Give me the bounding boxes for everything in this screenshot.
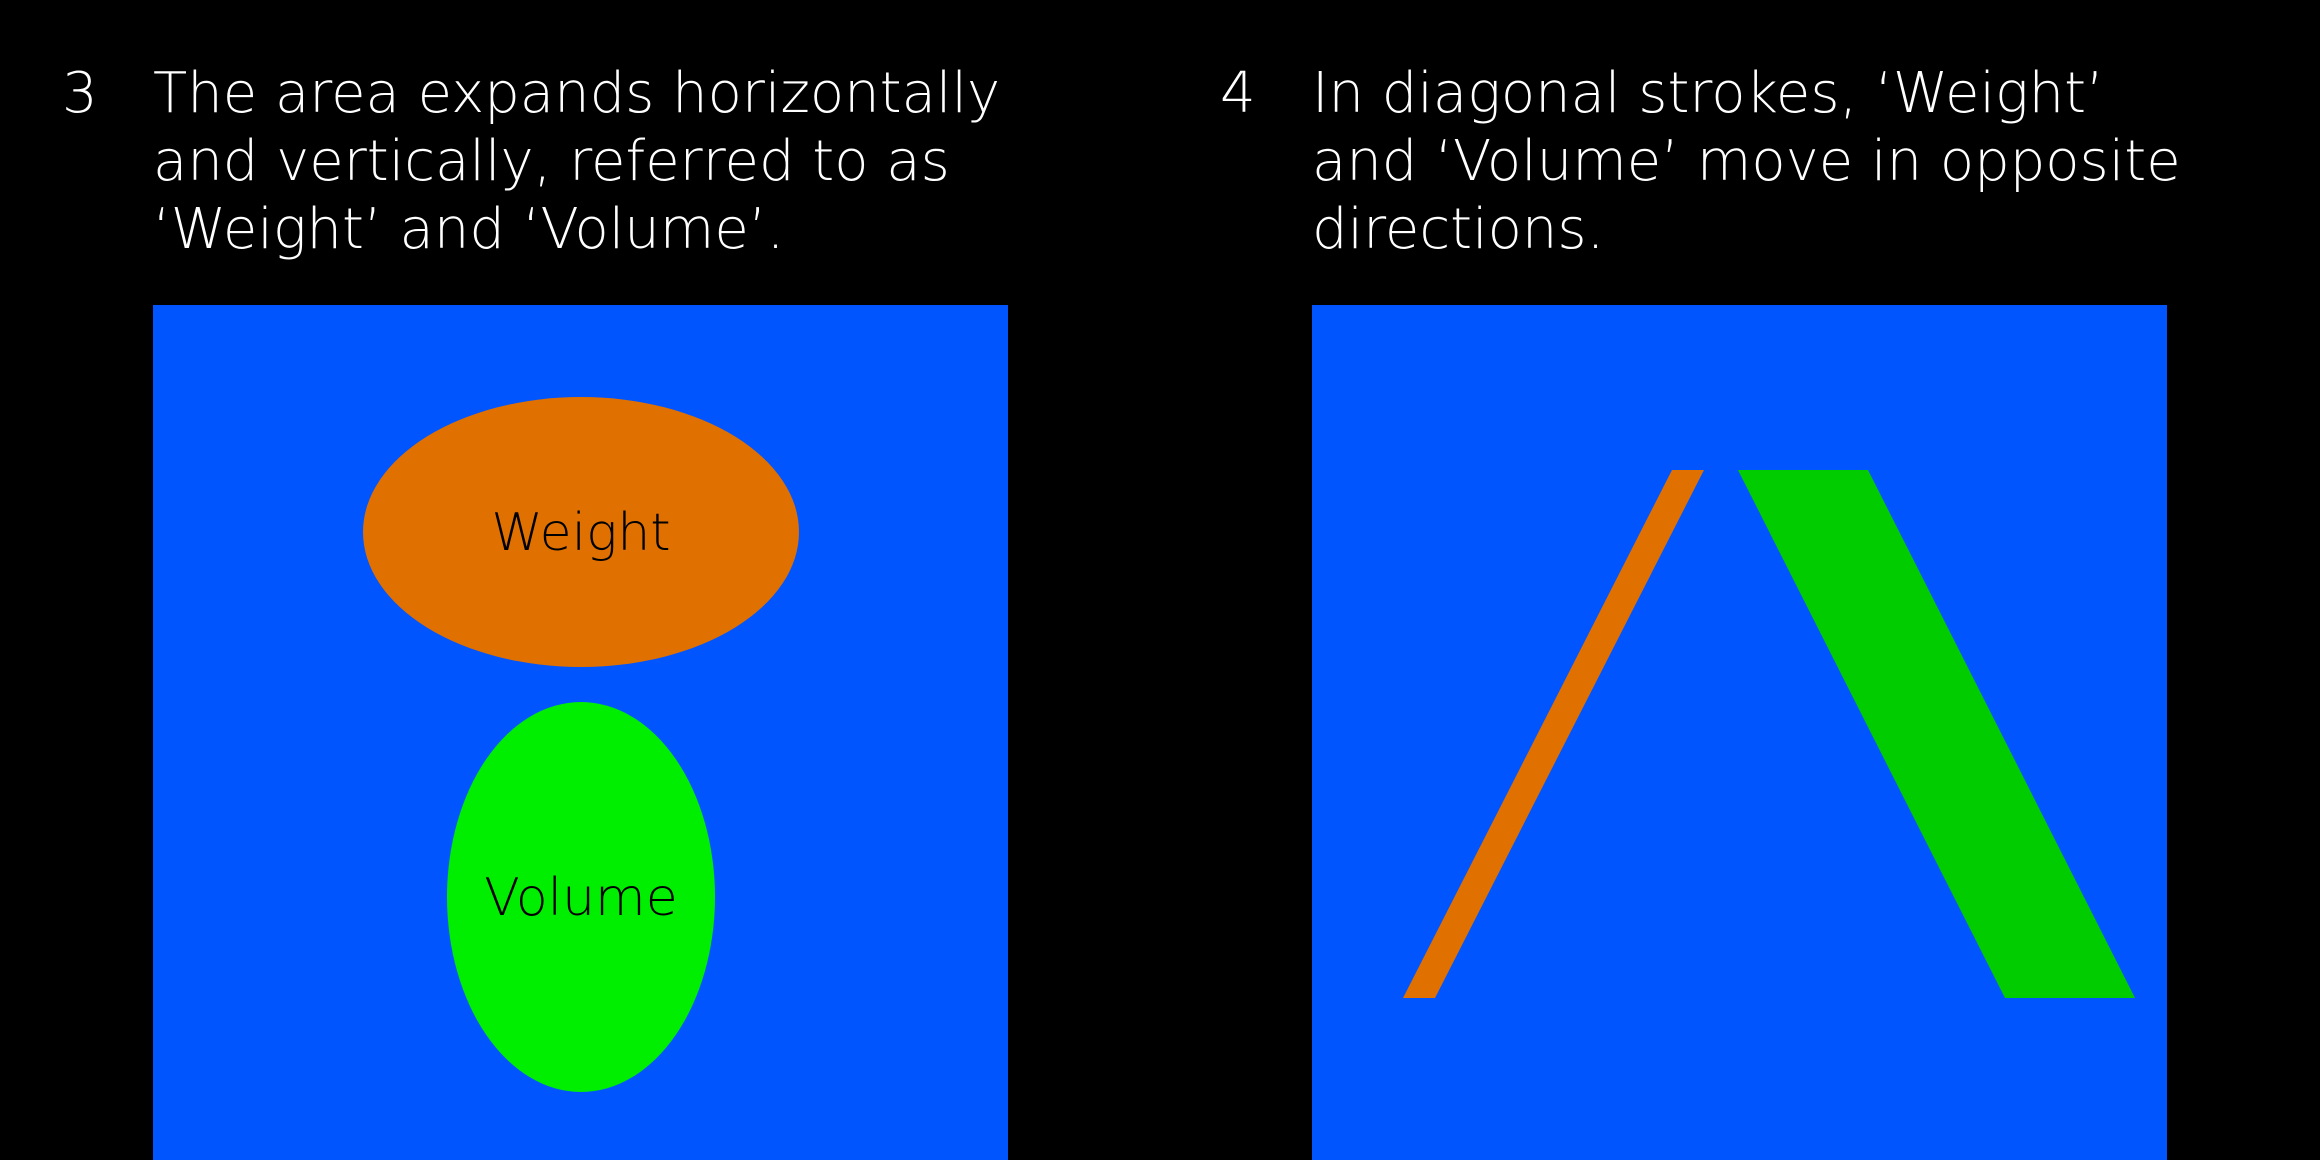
diagonal-strokes-diagram bbox=[1403, 470, 2135, 998]
volume-label: Volume bbox=[484, 868, 677, 928]
step-3-description: The area expands horizontally and vertic… bbox=[153, 61, 1001, 262]
weight-label: Weight bbox=[491, 503, 670, 563]
weight-ellipse bbox=[363, 397, 799, 667]
weight-thin-diagonal-stroke bbox=[1403, 470, 1704, 998]
step-3-number: 3 bbox=[62, 61, 98, 126]
volume-thick-diagonal-stroke bbox=[1738, 470, 2135, 998]
step-4-panel bbox=[1312, 305, 2167, 1160]
weight-volume-diagram: Weight Volume bbox=[363, 397, 799, 1092]
step-3-panel: Weight Volume bbox=[153, 305, 1008, 1160]
volume-ellipse bbox=[447, 702, 715, 1092]
step-4-description: In diagonal strokes, ‘Weight’ and ‘Volum… bbox=[1312, 61, 2181, 262]
step-4-number: 4 bbox=[1220, 61, 1256, 126]
